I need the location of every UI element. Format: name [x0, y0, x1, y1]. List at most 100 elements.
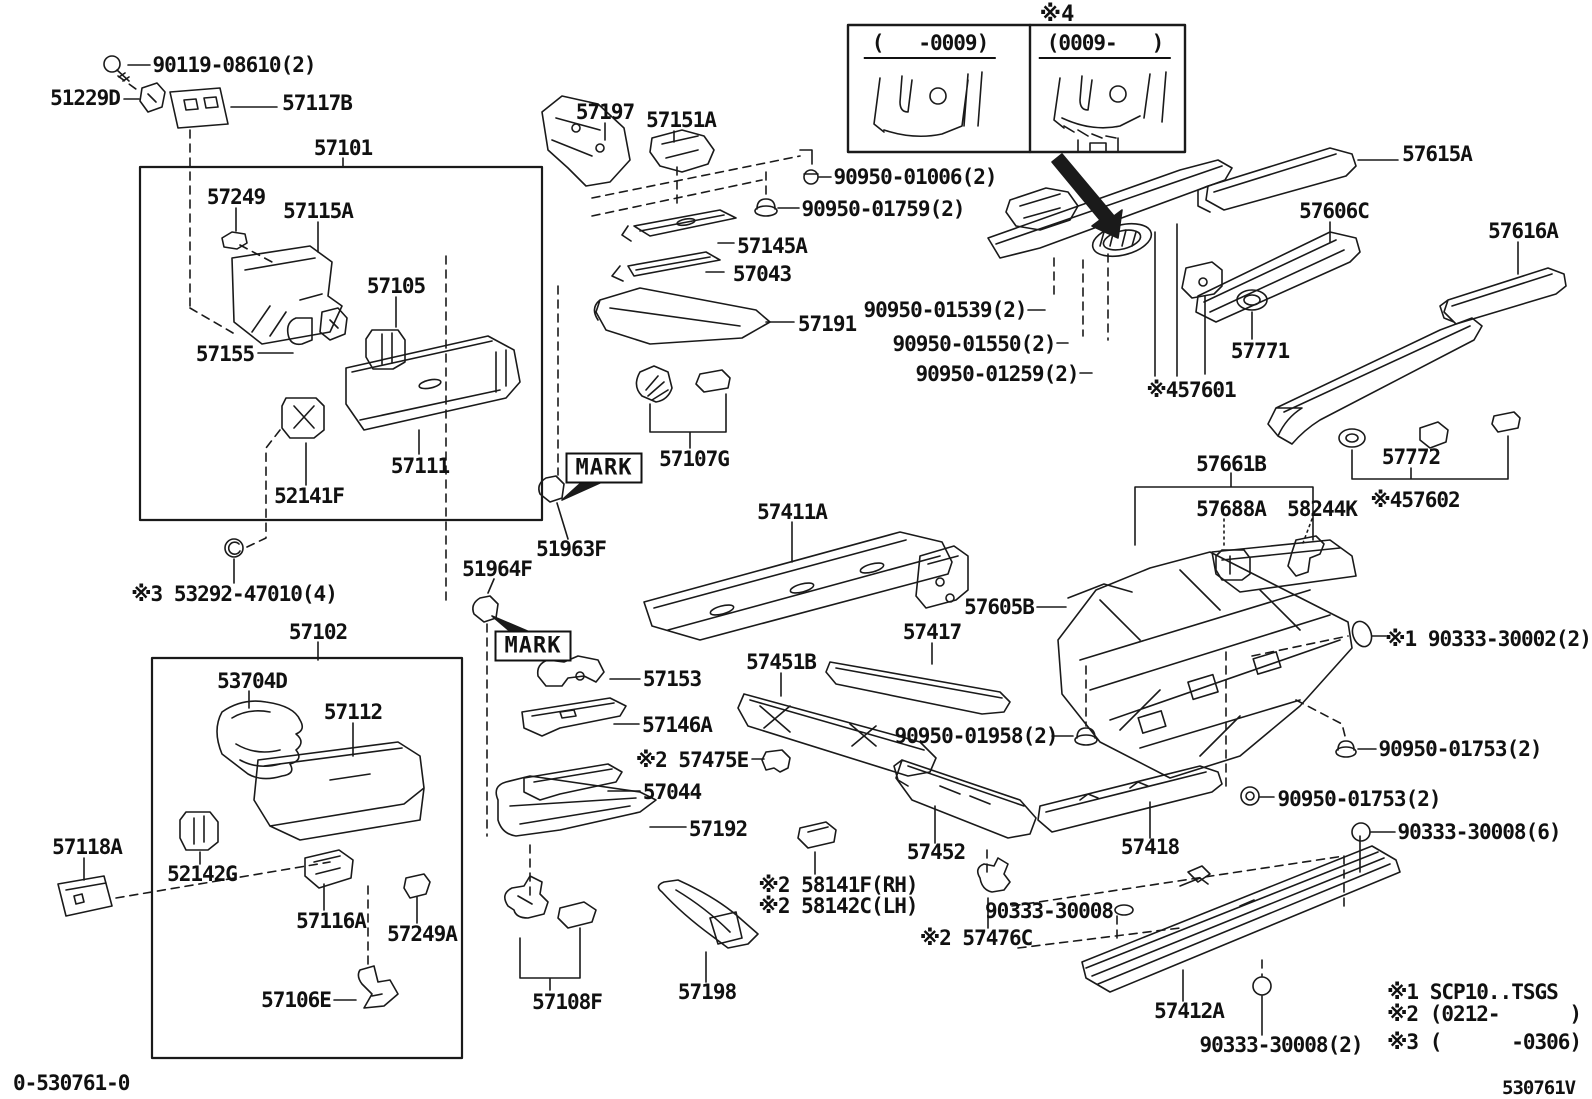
bracket-52141F: [281, 397, 325, 439]
bracket-57115A: [231, 245, 343, 345]
grommet-icon-01753b: [1240, 786, 1260, 806]
part-label-90950-01958: 90950-01958(2): [894, 724, 1058, 748]
part-label-57249A: 57249A: [387, 922, 458, 946]
part-label-52142G: 52142G: [167, 862, 238, 886]
inset-right-header: (0009- ): [1038, 31, 1172, 59]
clip-51964F: [472, 595, 499, 623]
part-label-57102: 57102: [288, 620, 348, 644]
part-label-57112: 57112: [323, 700, 383, 724]
bracket-57107G-b: [695, 369, 731, 393]
part-label-52141F: 52141F: [274, 484, 345, 508]
clip-57476C: [976, 857, 1011, 893]
rail-57111: [345, 335, 521, 431]
bracket-58244K: [1287, 535, 1325, 577]
box-57102: [150, 656, 464, 1060]
part-label-57451B: 57451B: [746, 650, 817, 674]
grommet-icon-01006: [803, 169, 819, 185]
inset-title: ※4: [1039, 2, 1075, 27]
panel-57191: [593, 287, 771, 345]
bracket-57116A: [304, 849, 354, 889]
leader-lines: [83, 64, 1519, 1036]
part-label-57116A: 57116A: [296, 909, 367, 933]
rail-57418: [1037, 765, 1223, 833]
part-label-90119-08610: 90119-08610(2): [152, 53, 316, 77]
inset-art: [873, 71, 1167, 153]
clip-51963F: [538, 475, 565, 503]
part-label-457601: ※457601: [1146, 378, 1236, 402]
bolt-icon: [103, 55, 130, 82]
part-label-90950-01753-b: 90950-01753(2): [1277, 787, 1441, 811]
figure-code-bottom-right: 530761V: [1502, 1077, 1576, 1099]
part-label-90950-01550: 90950-01550(2): [892, 332, 1056, 356]
plug-icon-30002: [1351, 620, 1373, 648]
mark-callout-2: MARK: [494, 630, 572, 662]
plate-57043: [611, 251, 721, 282]
part-label-57108F: 57108F: [532, 990, 603, 1014]
part-label-57101: 57101: [313, 136, 373, 160]
part-label-57191: 57191: [797, 312, 857, 336]
pointer-arrow: [1051, 153, 1123, 239]
rail-57615A: [1197, 147, 1357, 213]
rail-57111-slot: [418, 378, 442, 390]
part-label-57106E: 57106E: [261, 988, 332, 1012]
rail-57417: [825, 661, 1011, 715]
part-label-57605B: 57605B: [964, 595, 1035, 619]
part-label-90950-01259: 90950-01259(2): [915, 362, 1079, 386]
part-label-90333-30008: 90333-30008: [984, 899, 1114, 923]
clips-57155: [286, 307, 348, 346]
part-label-57043: 57043: [732, 262, 792, 286]
part-label-57151A: 57151A: [646, 108, 717, 132]
part-label-57044: 57044: [642, 780, 702, 804]
wheelhouse-53704D: [216, 700, 304, 780]
part-label-57117B: 57117B: [282, 91, 353, 115]
part-label-90950-01759: 90950-01759(2): [801, 197, 965, 221]
part-label-57145A: 57145A: [737, 234, 808, 258]
part-label-57115A: 57115A: [283, 199, 354, 223]
panel-57198: [657, 879, 759, 949]
part-label-57452: 57452: [906, 840, 966, 864]
clip-57249A: [403, 873, 431, 899]
plate-57044: [523, 763, 623, 801]
part-label-57661B: 57661B: [1196, 452, 1267, 476]
panel-57118A: [57, 875, 113, 917]
bolt-icon-30008-2: [1252, 976, 1272, 996]
part-label-90333-30008-6: 90333-30008(6): [1397, 820, 1561, 844]
bracket-58141F: [797, 821, 837, 849]
rail-57411A: [643, 531, 953, 641]
mount-bracket-57411A: [915, 545, 969, 609]
bracket-57151A: [649, 129, 715, 173]
part-label-57107G: 57107G: [659, 447, 730, 471]
inset-box: [846, 23, 1187, 154]
part-label-53704D: 53704D: [217, 669, 288, 693]
part-label-57411A: 57411A: [757, 500, 828, 524]
plate-57145A: [621, 209, 737, 242]
rail-57451B: [737, 693, 937, 777]
part-label-457602: ※457602: [1370, 488, 1460, 512]
part-label-90950-01753-a: 90950-01753(2): [1378, 737, 1542, 761]
bracket-52142G: [179, 811, 219, 851]
member-57661B-rear: [1267, 317, 1483, 445]
part-label-57606C: 57606C: [1299, 199, 1370, 223]
part-label-57771: 57771: [1230, 339, 1290, 363]
part-label-57615A: 57615A: [1402, 142, 1473, 166]
clip-57106E: [357, 965, 399, 1009]
part-label-57616A: 57616A: [1488, 219, 1559, 243]
part-label-57418: 57418: [1120, 835, 1180, 859]
part-label-57192: 57192: [688, 817, 748, 841]
plate-57117B: [169, 87, 229, 129]
bracket-57153: [536, 655, 605, 687]
part-label-58142C: ※2 58142C(LH): [758, 894, 918, 918]
bracket-57108F-a: [504, 875, 549, 919]
crossmember-rear: [1211, 539, 1357, 593]
rail-57112: [253, 741, 425, 841]
part-label-53292-47010: ※3 53292-47010(4): [131, 582, 338, 606]
part-label-57197: 57197: [575, 100, 635, 124]
part-label-57118A: 57118A: [52, 835, 123, 859]
grommet-icon-01759: [754, 198, 778, 217]
panel-57192: [495, 775, 657, 837]
part-label-57198: 57198: [677, 980, 737, 1004]
part-label-57772: 57772: [1381, 445, 1441, 469]
